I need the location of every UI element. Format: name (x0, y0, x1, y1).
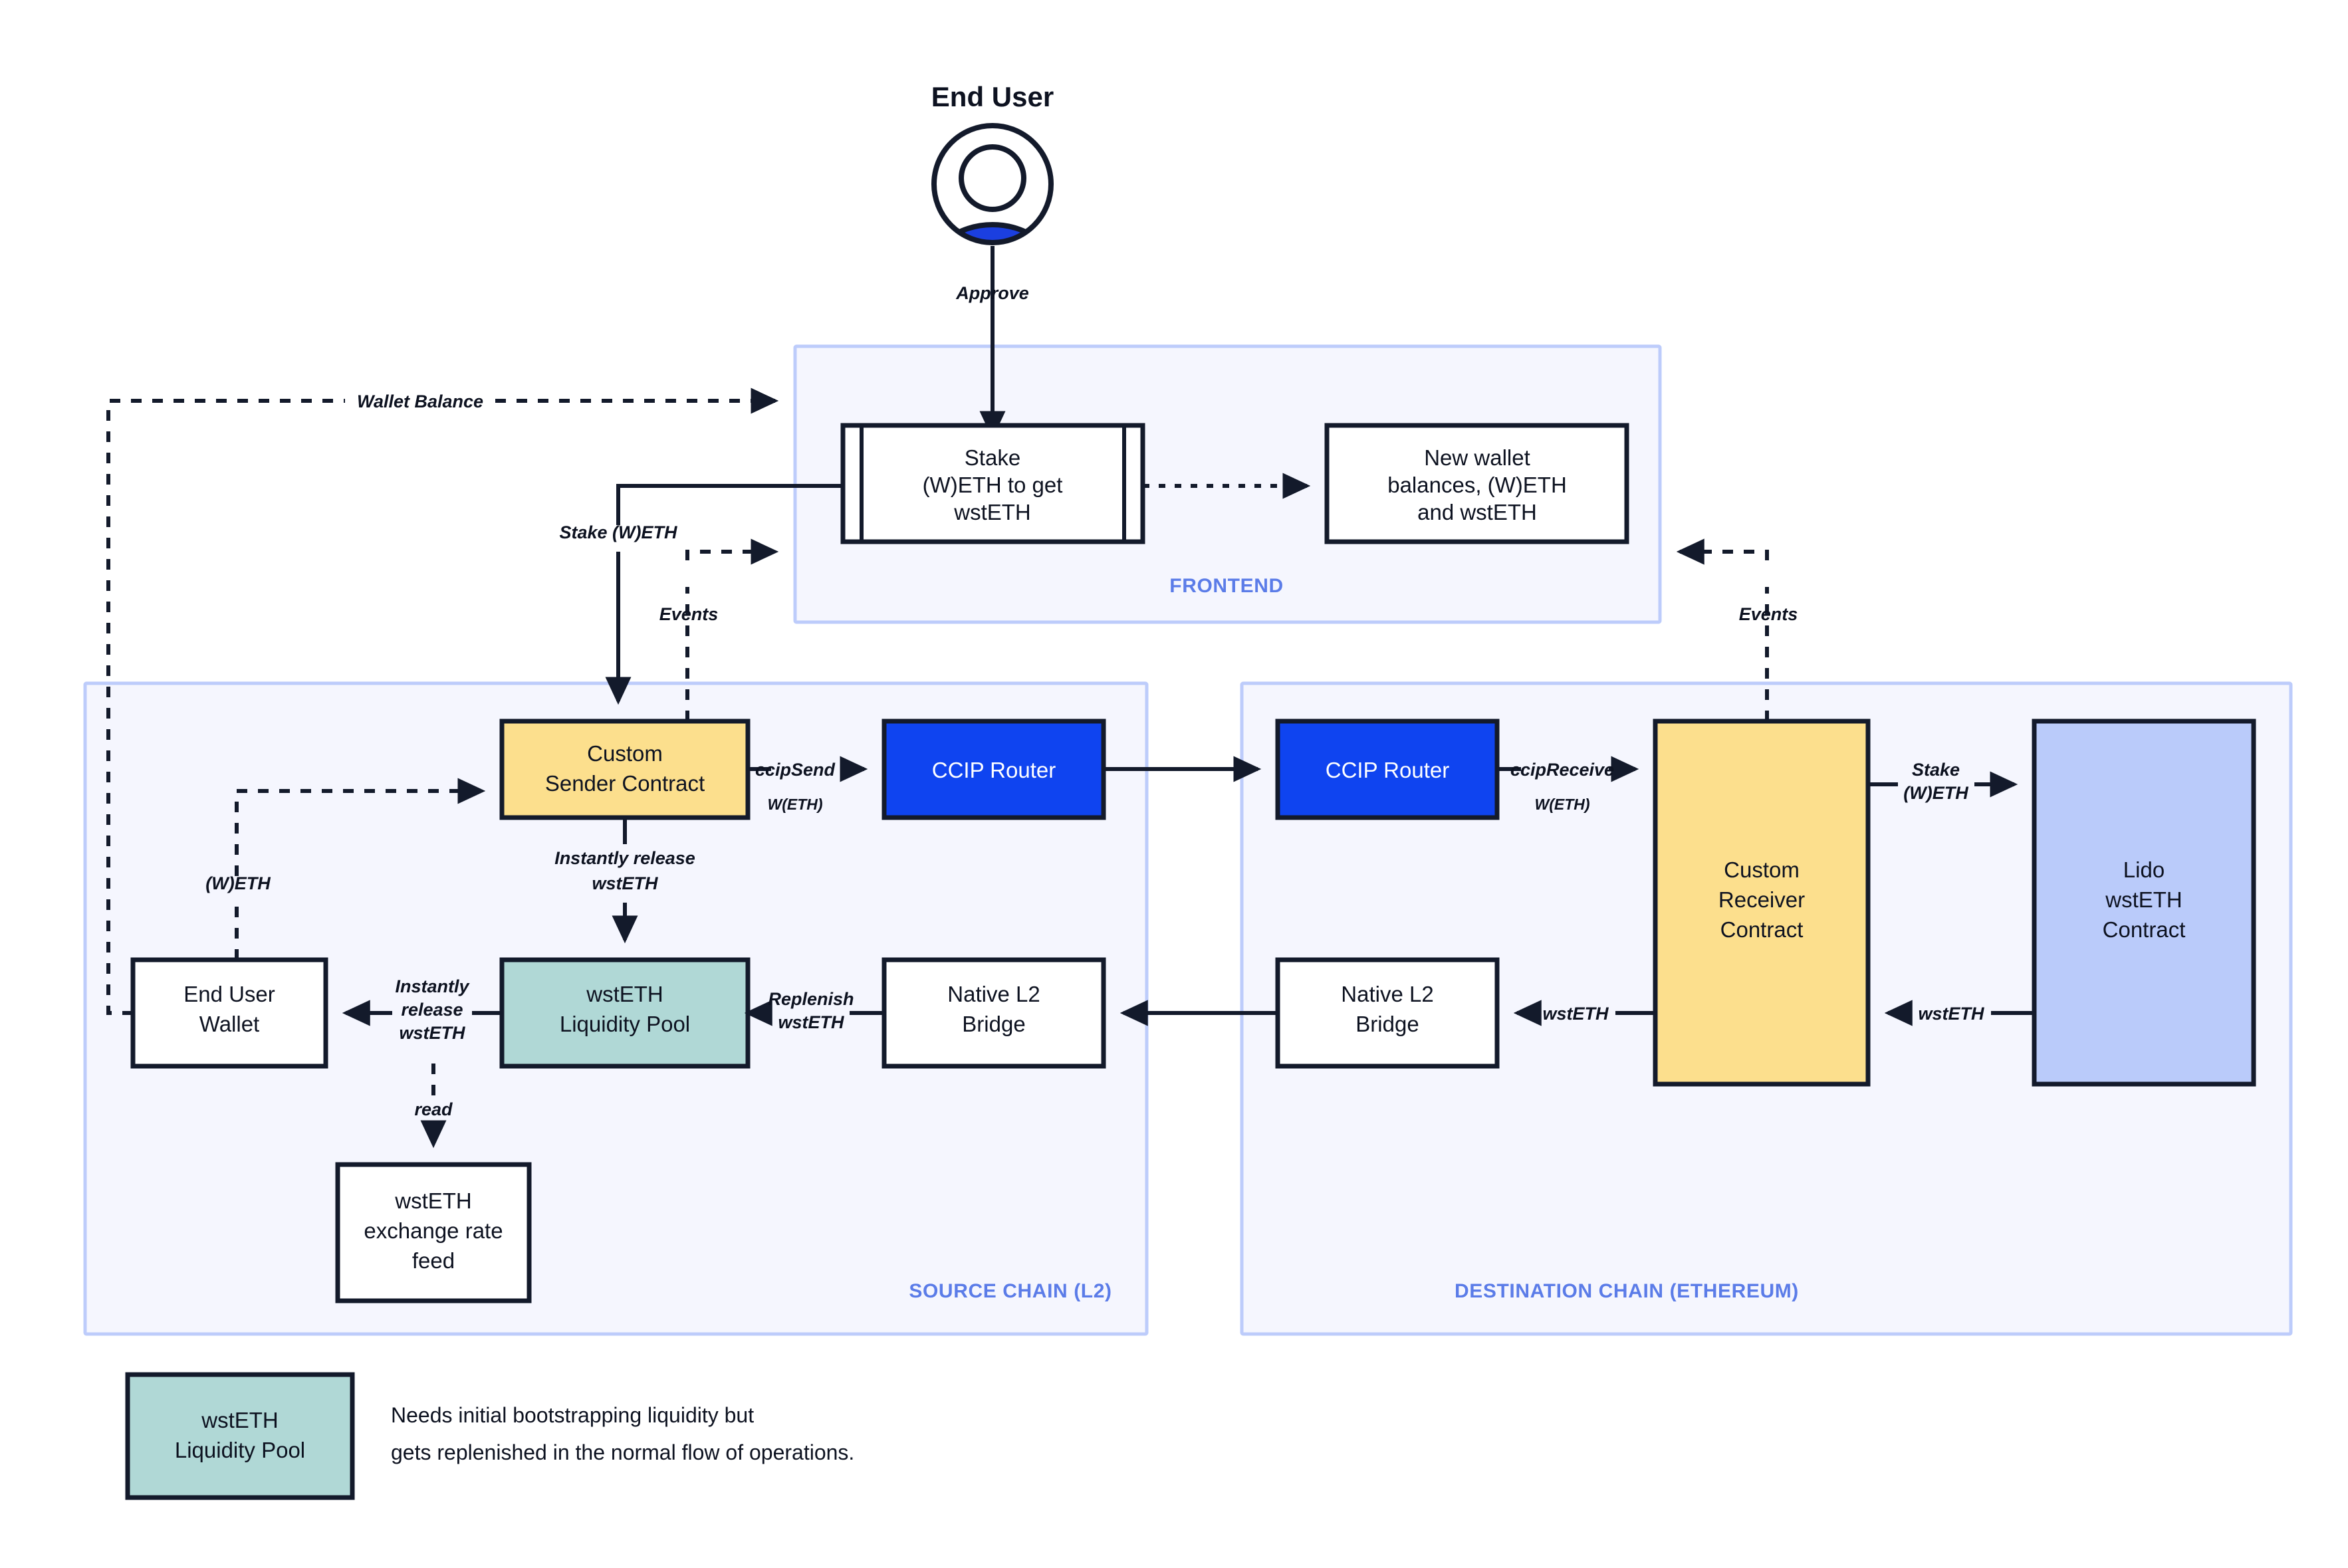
edge-stake-weth-lido: Stake (W)ETH (1868, 760, 2018, 803)
edge-wsteth-to-bridge: wstETH (1513, 1000, 1655, 1026)
node-router-dst-label: CCIP Router (1326, 758, 1449, 782)
user-avatar-icon (931, 123, 1054, 245)
node-new-balances[interactable]: New wallet balances, (W)ETH and wstETH (1324, 423, 1629, 544)
node-bridge-dst-line1: Native L2 (1341, 982, 1433, 1006)
edge-ccipreceive: ccipReceive W(ETH) (1497, 756, 1639, 813)
edge-ccipsend: ccipSend W(ETH) (748, 756, 868, 813)
edge-weth-in-label: (W)ETH (205, 873, 271, 893)
edge-ccipsend-label: ccipSend (755, 760, 836, 780)
edge-events-left: Events (659, 538, 779, 721)
node-lido[interactable]: Lido wstETH Contract (2032, 719, 2256, 1087)
edge-events-right: Events (1676, 538, 1798, 721)
actor-end-user: End User Approve (931, 81, 1054, 439)
node-receiver[interactable]: Custom Receiver Contract (1653, 719, 1871, 1087)
edge-approve: Approve (955, 246, 1029, 439)
node-sender-line2: Sender Contract (545, 771, 705, 796)
legend-note-line1: Needs initial bootstrapping liquidity bu… (391, 1403, 754, 1427)
node-lido-line1: Lido (2123, 857, 2165, 882)
node-sender-line1: Custom (587, 741, 663, 766)
edge-replenish-line2: wstETH (778, 1012, 844, 1032)
legend-swatch-line2: Liquidity Pool (175, 1438, 305, 1462)
node-sender[interactable]: Custom Sender Contract (499, 719, 751, 820)
node-bridge-dst-line2: Bridge (1355, 1012, 1419, 1036)
legend-swatch (125, 1372, 355, 1500)
node-new-balances-line1: New wallet (1424, 445, 1530, 470)
edge-instant-release: Instantly release wstETH (554, 818, 695, 944)
legend-swatch-line1: wstETH (201, 1408, 279, 1432)
node-stake-ui[interactable]: Stake (W)ETH to get wstETH (840, 423, 1145, 544)
edge-events-right-label: Events (1739, 604, 1798, 624)
edge-pool-to-wallet-line2: release (401, 1000, 463, 1020)
node-rate-feed-line2: exchange rate (364, 1218, 503, 1243)
edge-read-rate-label: read (414, 1099, 453, 1119)
node-receiver-line3: Contract (1720, 917, 1804, 942)
edge-wallet-balance-label: Wallet Balance (357, 392, 483, 411)
node-router-src[interactable]: CCIP Router (881, 719, 1106, 820)
node-pool-line2: Liquidity Pool (560, 1012, 690, 1036)
panel-source-chain-label: SOURCE CHAIN (L2) (909, 1280, 1112, 1302)
actor-end-user-label: End User (931, 81, 1054, 112)
node-rate-feed-line3: feed (412, 1248, 455, 1273)
node-wallet[interactable]: End User Wallet (130, 957, 328, 1069)
edge-instant-release-line1: Instantly release (554, 848, 695, 868)
node-new-balances-line2: balances, (W)ETH (1387, 473, 1567, 497)
edge-events-left-label: Events (659, 604, 719, 624)
edge-replenish: Replenish wstETH (744, 989, 884, 1032)
node-stake-ui-line2: (W)ETH to get (923, 473, 1063, 497)
node-wallet-line1: End User (183, 982, 275, 1006)
edge-wsteth-to-bridge-label: wstETH (1542, 1004, 1609, 1024)
edge-read-rate: read (414, 1064, 453, 1149)
node-lido-line2: wstETH (2105, 887, 2182, 912)
node-rate-feed[interactable]: wstETH exchange rate feed (335, 1162, 532, 1303)
node-rate-feed-line1: wstETH (394, 1188, 472, 1213)
edge-stake-weth-lido-line2: (W)ETH (1903, 783, 1968, 803)
node-pool[interactable]: wstETH Liquidity Pool (499, 957, 751, 1069)
node-router-src-label: CCIP Router (932, 758, 1056, 782)
edge-ccipsend-sublabel: W(ETH) (767, 796, 822, 813)
node-stake-ui-line3: wstETH (953, 500, 1031, 524)
node-bridge-src-line2: Bridge (962, 1012, 1025, 1036)
panel-frontend-label: FRONTEND (1169, 575, 1283, 597)
node-receiver-line2: Receiver (1718, 887, 1805, 912)
edge-stake-weth-lido-line1: Stake (1912, 760, 1960, 780)
panel-destination-chain-label: DESTINATION CHAIN (ETHEREUM) (1455, 1280, 1799, 1302)
legend: wstETH Liquidity Pool Needs initial boot… (125, 1372, 854, 1500)
edge-wallet-balance: Wallet Balance (106, 388, 779, 1015)
node-lido-line3: Contract (2103, 917, 2186, 942)
edge-stake-weth: Stake (W)ETH (559, 484, 843, 705)
legend-note-line2: gets replenished in the normal flow of o… (391, 1440, 854, 1464)
edge-pool-to-wallet: Instantly release wstETH (342, 976, 502, 1043)
node-bridge-src[interactable]: Native L2 Bridge (881, 957, 1106, 1069)
edge-weth-in: (W)ETH (205, 778, 486, 960)
edge-pool-to-wallet-line1: Instantly (395, 976, 470, 996)
node-bridge-dst[interactable]: Native L2 Bridge (1275, 957, 1500, 1069)
node-receiver-line1: Custom (1724, 857, 1800, 882)
node-router-dst[interactable]: CCIP Router (1275, 719, 1500, 820)
node-stake-ui-line1: Stake (965, 445, 1020, 470)
edge-pool-to-wallet-line3: wstETH (399, 1023, 465, 1043)
edge-instant-release-line2: wstETH (592, 873, 658, 893)
edge-approve-label: Approve (955, 283, 1029, 303)
node-bridge-src-line1: Native L2 (947, 982, 1040, 1006)
edge-replenish-line1: Replenish (768, 989, 854, 1009)
node-new-balances-line3: and wstETH (1417, 500, 1537, 524)
edge-ccipreceive-label: ccipReceive (1510, 760, 1614, 780)
edge-wsteth-lido-out-label: wstETH (1918, 1004, 1984, 1024)
node-pool-line1: wstETH (586, 982, 663, 1006)
edge-wsteth-lido-out: wstETH (1884, 1000, 2034, 1026)
edge-ccipreceive-sublabel: W(ETH) (1534, 796, 1589, 813)
node-wallet-line2: Wallet (199, 1012, 259, 1036)
edge-stake-weth-label: Stake (W)ETH (559, 522, 677, 542)
